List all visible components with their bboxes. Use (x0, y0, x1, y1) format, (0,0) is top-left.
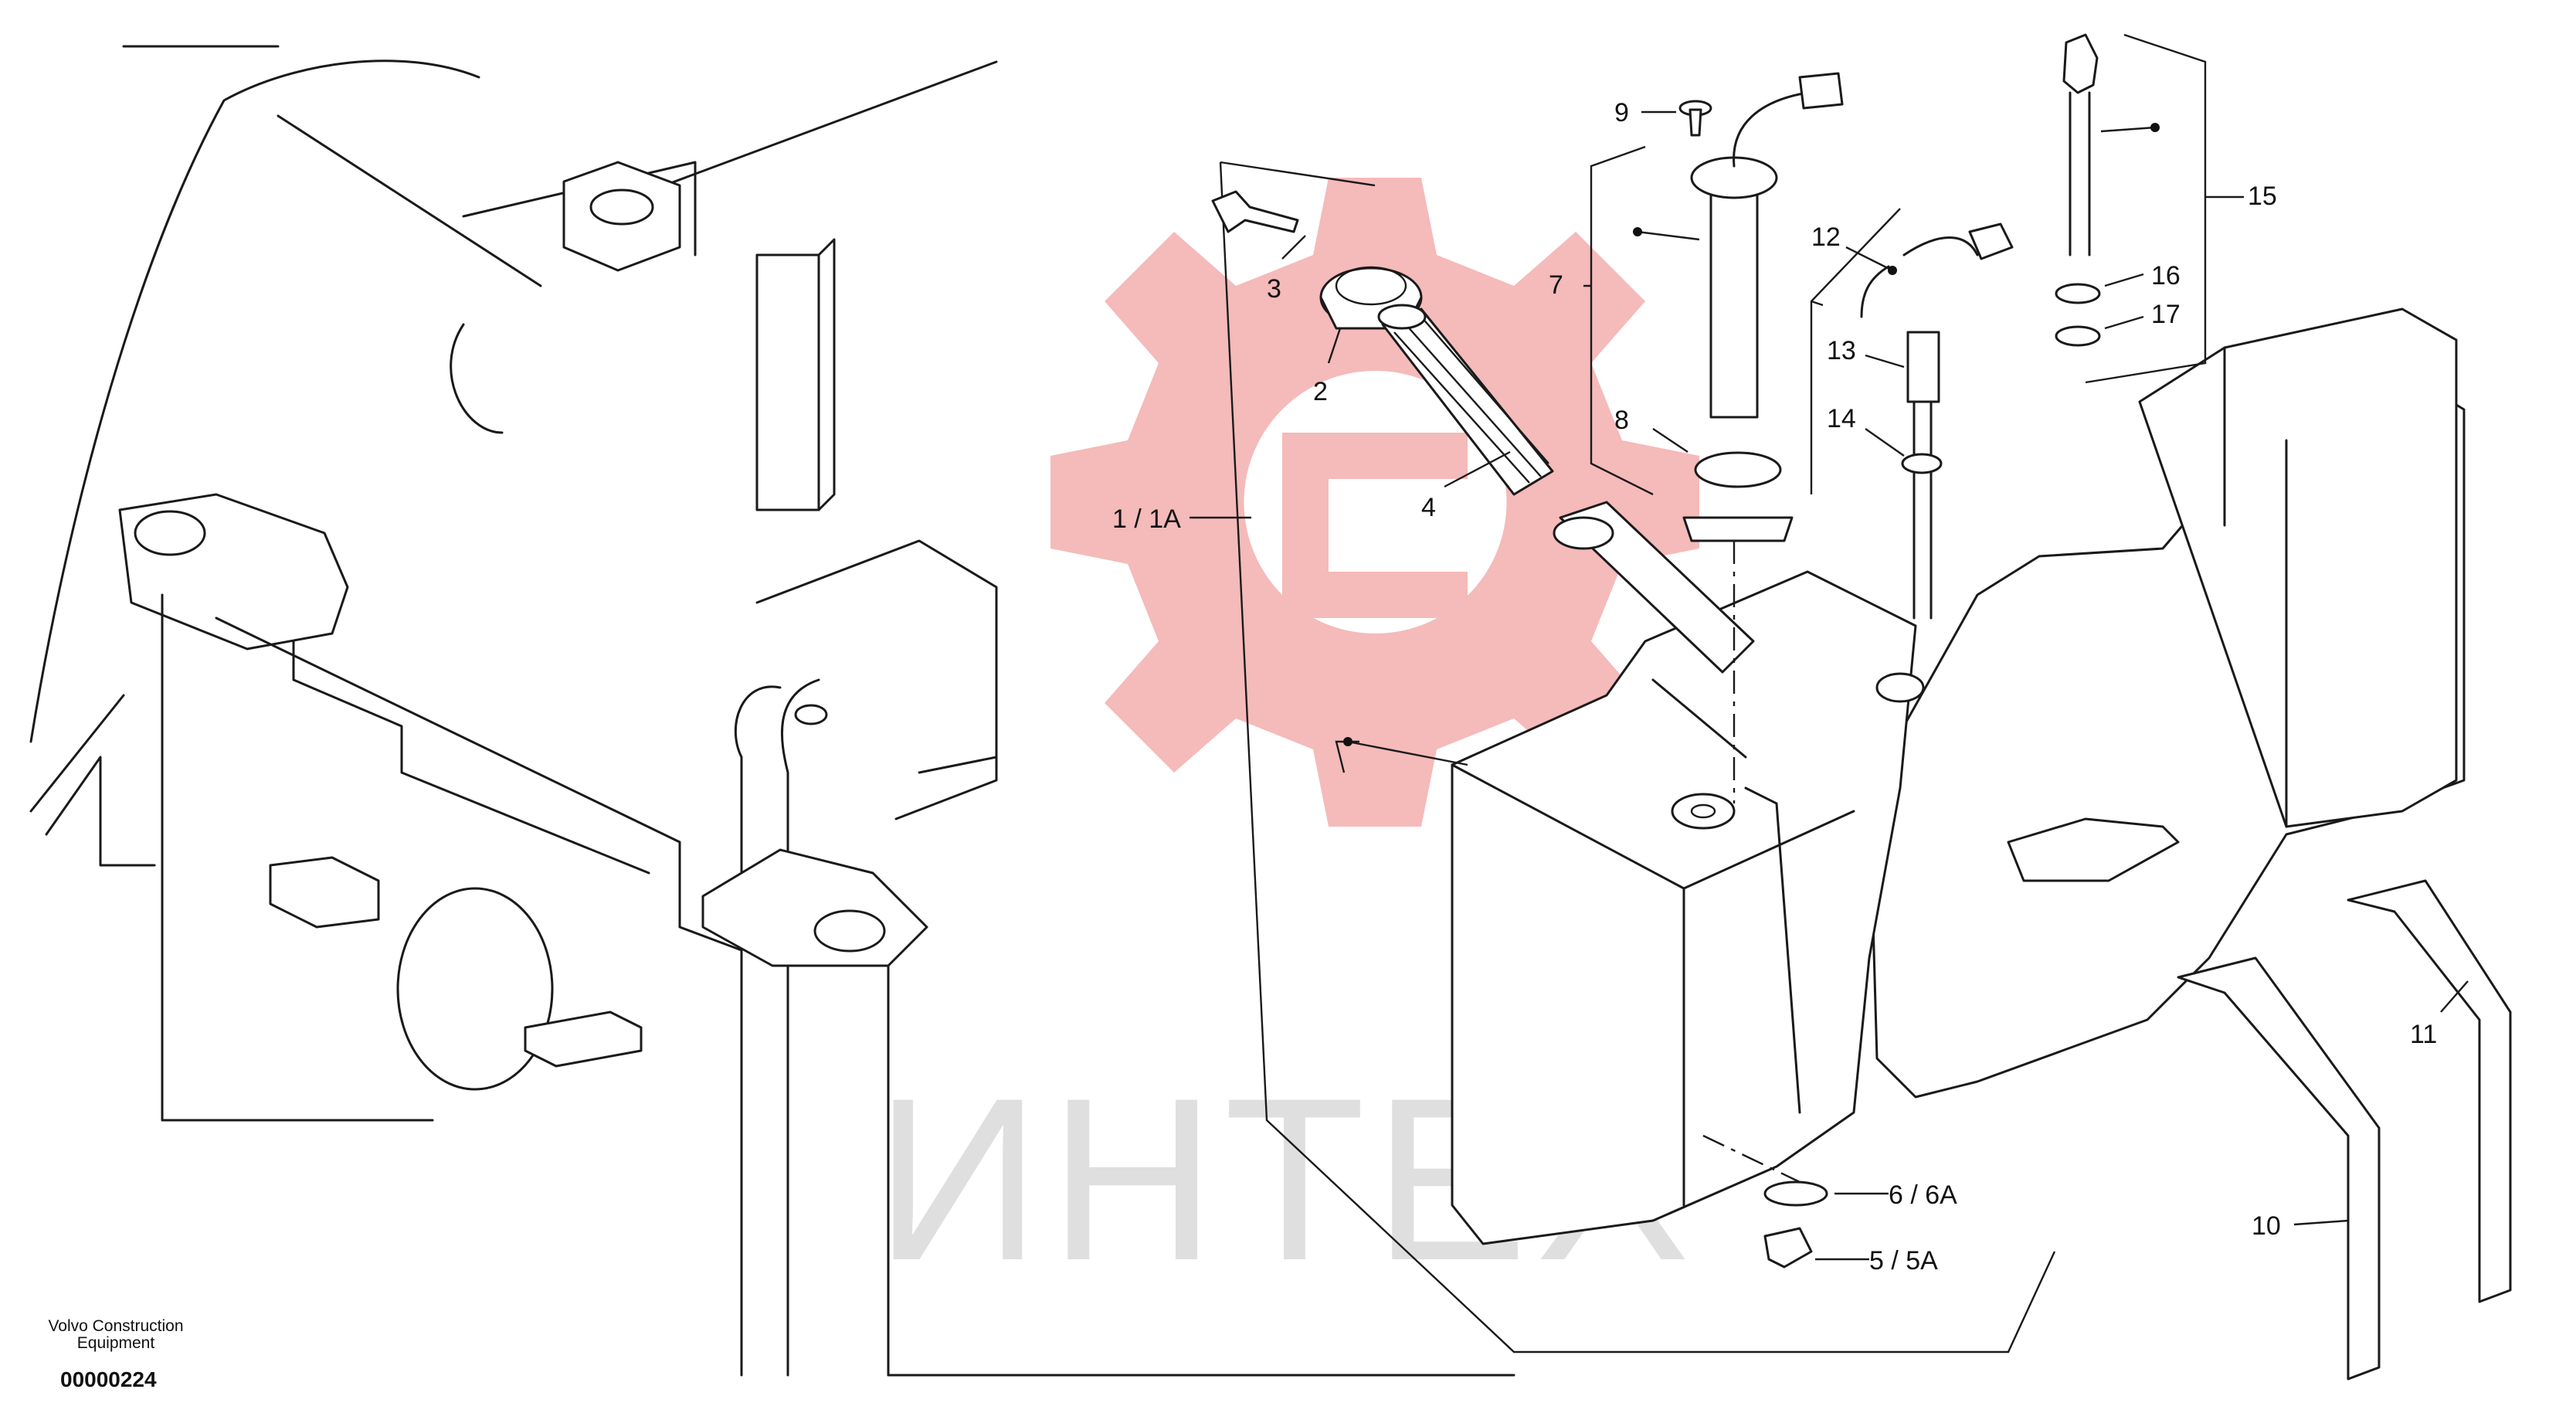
callout-9: 9 (1614, 98, 1676, 127)
cap-key (1211, 190, 1299, 233)
callout-8: 8 (1614, 406, 1688, 453)
company-name-line2: Equipment (77, 1334, 155, 1352)
svg-text:10: 10 (2252, 1211, 2281, 1241)
callout-7: 7 (1549, 145, 1700, 496)
footer: Volvo Construction Equipment 00000224 (48, 1317, 183, 1391)
svg-text:3: 3 (1267, 274, 1281, 304)
machine-frame (29, 45, 1515, 1377)
svg-text:11: 11 (2410, 1020, 2437, 1049)
watermark-inner-mark (1282, 433, 1468, 618)
svg-text:12: 12 (1811, 222, 1841, 252)
sensor-screw (1678, 100, 1712, 137)
drain-plug (1763, 1180, 1828, 1269)
assembly-axes (1702, 541, 1800, 1184)
callouts: 1 / 1A 2 3 4 5 / 5A 6 / 6A 7 8 (1112, 33, 2469, 1275)
svg-text:2: 2 (1313, 377, 1328, 406)
callout-12: 12 (1810, 208, 1901, 494)
svg-text:9: 9 (1614, 98, 1629, 127)
breather-fitting (2055, 33, 2101, 347)
callout-10: 10 (2252, 1211, 2349, 1241)
tank-strap-11 (2347, 879, 2512, 1303)
callout-15: 15 (2085, 33, 2277, 384)
callout-6: 6 / 6A (1834, 1180, 1957, 1210)
tank-strap-10 (2177, 956, 2381, 1381)
callout-4: 4 (1421, 450, 1511, 522)
callout-11: 11 (2410, 980, 2469, 1049)
svg-text:6 / 6A: 6 / 6A (1889, 1180, 1957, 1210)
svg-text:4: 4 (1421, 493, 1436, 522)
svg-text:15: 15 (2248, 182, 2277, 211)
company-name-line1: Volvo Construction (48, 1317, 183, 1335)
svg-text:5 / 5A: 5 / 5A (1869, 1246, 1938, 1275)
filler-neck (1553, 501, 1755, 674)
callout-2: 2 (1313, 328, 1342, 406)
callout-1: 1 / 1A (1112, 504, 1468, 773)
assembly-bracket (1219, 161, 2056, 1354)
svg-text:13: 13 (1827, 336, 1856, 365)
callout-3: 3 (1267, 235, 1306, 304)
fuel-tank (1451, 307, 2466, 1245)
svg-text:14: 14 (1827, 404, 1856, 433)
svg-text:7: 7 (1549, 270, 1563, 300)
drawing-number: 00000224 (60, 1367, 157, 1391)
level-sensor (1682, 72, 1844, 542)
callout-13: 13 (1827, 336, 1905, 369)
svg-text:17: 17 (2151, 300, 2181, 329)
callout-17: 17 (2104, 300, 2181, 330)
watermark-gear (1050, 178, 1699, 827)
svg-text:16: 16 (2151, 261, 2181, 290)
callout-16: 16 (2104, 261, 2181, 290)
strainer-filter (1377, 304, 1554, 496)
return-pipe (1860, 222, 2014, 620)
callout-5: 5 / 5A (1815, 1246, 1938, 1275)
svg-text:1 / 1A: 1 / 1A (1112, 504, 1181, 534)
svg-text:8: 8 (1614, 406, 1629, 435)
callout-14: 14 (1827, 404, 1905, 457)
